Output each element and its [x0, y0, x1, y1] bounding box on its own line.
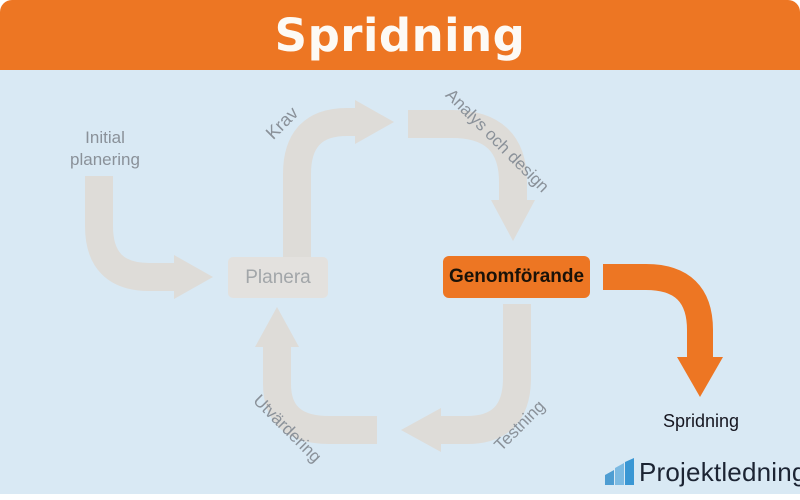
label-initial-line1: Initial [85, 128, 125, 147]
header-bar: Spridning [0, 0, 800, 70]
label-initial-line2: planering [70, 150, 140, 169]
projektledning-logo[interactable]: Projektledning [604, 458, 800, 486]
genomforande-box: Genomförande [443, 256, 590, 298]
page-title: Spridning [274, 8, 526, 62]
planera-box: Planera [228, 257, 328, 298]
label-initial-planering: Initial planering [47, 127, 163, 171]
bar-chart-icon [605, 458, 634, 485]
label-spridning: Spridning [662, 411, 740, 431]
logo-text: Projektledning [639, 457, 800, 487]
